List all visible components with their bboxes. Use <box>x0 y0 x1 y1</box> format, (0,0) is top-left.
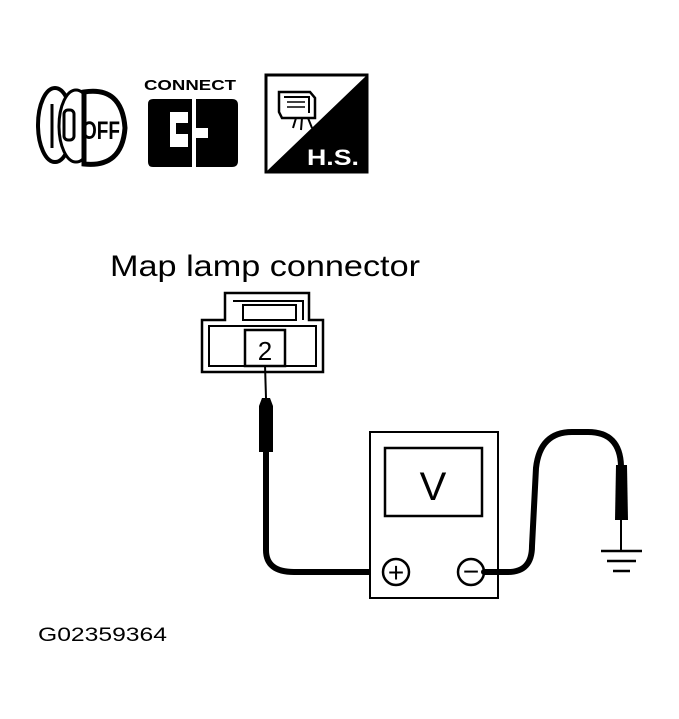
voltmeter: V + − <box>369 431 499 599</box>
harness-side-text: H.S. <box>307 145 359 170</box>
positive-probe <box>259 364 273 452</box>
ignition-key-icon: OFF <box>36 86 128 167</box>
negative-probe <box>615 465 628 550</box>
figure-id: G02359364 <box>38 625 168 646</box>
ground-icon <box>601 549 642 573</box>
positive-terminal-sign: + <box>388 557 404 588</box>
map-lamp-connector: 2 <box>200 291 325 374</box>
negative-terminal-sign: − <box>463 556 479 587</box>
connect-icon-label: CONNECT <box>144 77 236 94</box>
connector-terminal-number: 2 <box>258 336 272 366</box>
ignition-off-text: OFF <box>82 117 120 145</box>
connector-title: Map lamp connector <box>110 250 420 283</box>
harness-side-icon: H.S. <box>264 73 369 174</box>
positive-terminal <box>381 557 411 587</box>
voltmeter-display-symbol: V <box>420 465 447 509</box>
negative-lead-wire <box>481 429 624 575</box>
connect-icon: CONNECT <box>144 77 238 167</box>
positive-lead-wire <box>263 449 386 575</box>
